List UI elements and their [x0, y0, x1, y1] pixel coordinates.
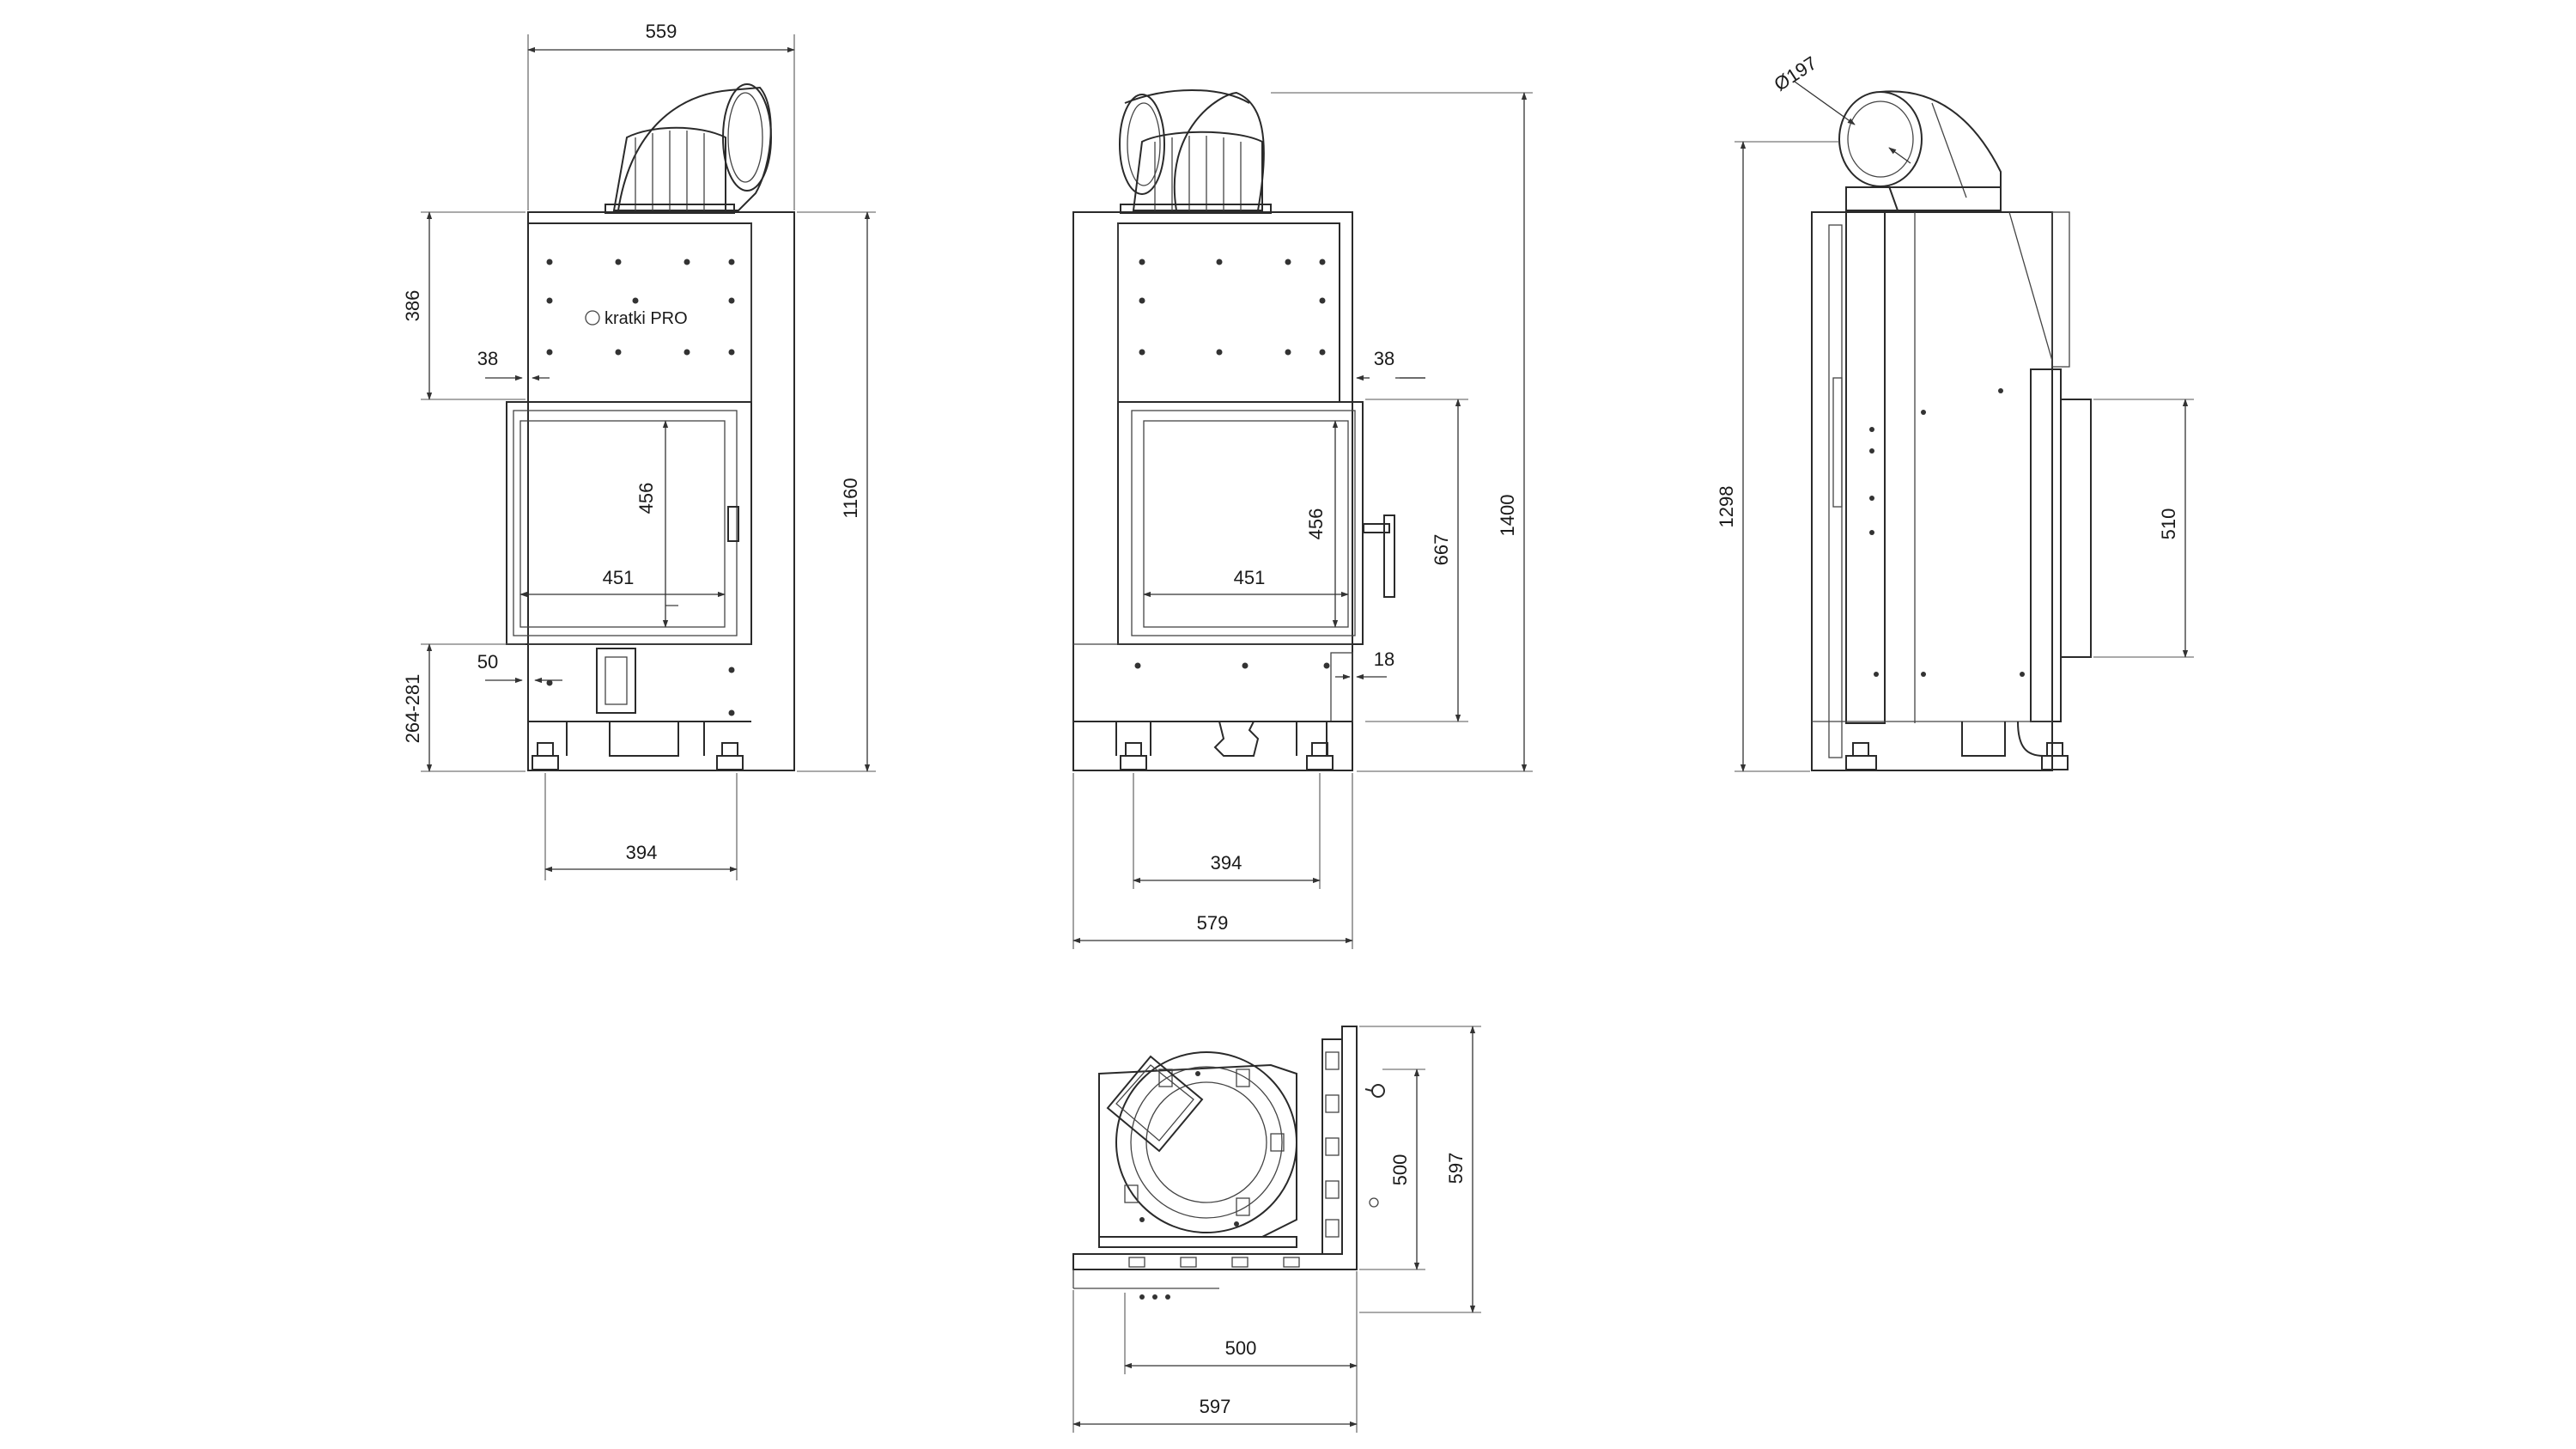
dim-front-total-height: 1160	[840, 478, 861, 518]
front-legs	[532, 742, 744, 770]
dim-profile-total-height: 1298	[1716, 486, 1737, 528]
door-handle-side	[1363, 514, 1395, 598]
side-legs	[1120, 742, 1334, 770]
front-outer-body	[527, 211, 795, 771]
front-door	[506, 401, 752, 645]
dim-profile-flue-diameter: Ø197	[1771, 52, 1821, 95]
dim-profile-glass-height: 510	[2158, 508, 2179, 540]
dim-front-side-offset: 38	[477, 348, 498, 369]
top-frame	[1072, 1026, 1358, 1270]
profile-body	[1811, 211, 2053, 771]
dim-side-leg-spacing: 394	[1211, 852, 1242, 874]
dim-front-top-height: 386	[402, 290, 423, 322]
dim-side-door-width: 451	[1234, 567, 1266, 588]
side-outer-body	[1072, 211, 1353, 771]
top-body	[1098, 1063, 1297, 1238]
dim-side-bottom-offset: 18	[1374, 648, 1394, 670]
dim-top-width-outer: 597	[1200, 1396, 1231, 1417]
dim-front-leg-spacing: 394	[626, 842, 658, 863]
dim-front-leg-height: 264-281	[402, 674, 423, 744]
dim-top-depth-outer: 597	[1445, 1153, 1467, 1184]
dim-top-depth-inner: 500	[1389, 1154, 1411, 1186]
door-handle-front	[727, 506, 739, 542]
profile-view: Ø197 1298 510	[1716, 52, 2194, 772]
dim-side-total-width: 579	[1197, 912, 1229, 934]
dim-top-width-inner: 500	[1225, 1337, 1257, 1359]
air-control-box	[596, 648, 636, 714]
top-view: 597 500 500 597	[1072, 1026, 1481, 1433]
dim-front-door-width: 451	[603, 567, 635, 588]
dim-side-total-height: 1400	[1497, 495, 1518, 537]
top-flue	[1106, 1051, 1297, 1233]
dim-side-door-total-height: 667	[1431, 534, 1452, 566]
dim-front-width-top: 559	[646, 21, 677, 42]
brand-logo: kratki PRO	[585, 309, 688, 328]
dim-side-side-offset: 38	[1374, 348, 1394, 369]
profile-legs	[1845, 742, 2069, 770]
flue-elbow-front	[605, 83, 772, 214]
dim-front-bottom-offset: 50	[477, 651, 498, 673]
front-view: kratki PRO 559 386 38 456	[402, 21, 876, 880]
flue-elbow-profile	[1838, 90, 2002, 211]
side-front-view: 38 456 451 667 1400 18 394 579	[1072, 89, 1533, 949]
dim-side-door-height: 456	[1305, 508, 1327, 540]
svg-text:kratki PRO: kratki PRO	[605, 309, 688, 328]
dim-front-door-height: 456	[635, 483, 657, 514]
flue-elbow-side	[1119, 89, 1272, 214]
top-handle	[1364, 1084, 1385, 1208]
